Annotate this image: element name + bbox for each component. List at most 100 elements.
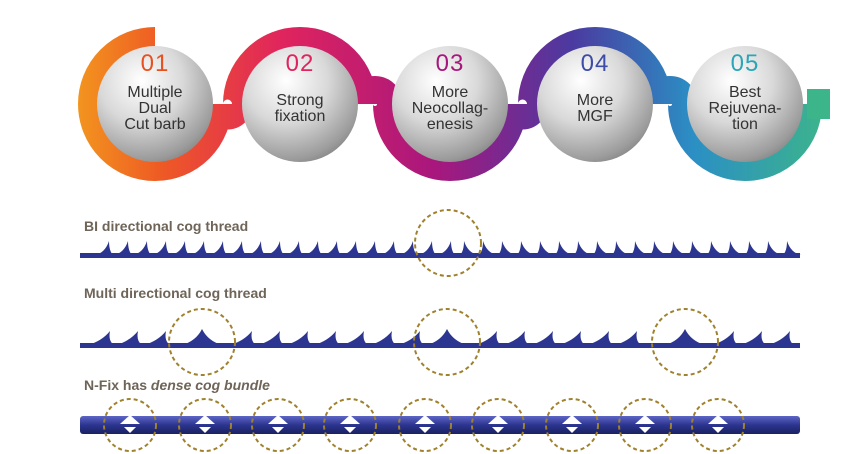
step-number: 02 (286, 50, 315, 77)
cog (152, 241, 170, 255)
cog (669, 241, 687, 255)
cog (712, 331, 738, 345)
highlight-circle (471, 398, 525, 452)
thread-label-multidirectional: Multi directional cog thread (84, 285, 267, 301)
cog (555, 241, 573, 255)
step-text-line: Strong (276, 92, 323, 109)
cog (635, 415, 655, 424)
cog (190, 241, 208, 255)
cog (708, 415, 728, 424)
step-text-line: fixation (275, 108, 326, 125)
cog (574, 241, 592, 255)
cog (427, 329, 467, 345)
cog (195, 415, 215, 424)
cog (199, 427, 211, 433)
cog (272, 427, 284, 433)
cog (566, 427, 578, 433)
cog (209, 241, 227, 255)
highlight-circle (398, 398, 452, 452)
cog (631, 241, 649, 255)
cog (639, 427, 651, 433)
cog (745, 241, 763, 255)
cog (171, 241, 189, 255)
cog (370, 331, 396, 345)
cog (764, 241, 782, 255)
cog (266, 241, 284, 255)
cog (342, 241, 360, 255)
cog (559, 331, 585, 345)
cog (650, 241, 668, 255)
cog (268, 415, 288, 424)
step-text-line: enesis (427, 116, 473, 133)
highlight-circle (323, 398, 377, 452)
highlight-circle (168, 308, 236, 376)
highlight-circle (618, 398, 672, 452)
cog (182, 329, 222, 345)
thread-line (80, 343, 800, 348)
thread-bidirectional (80, 209, 801, 277)
step-text-line: More (577, 92, 614, 109)
ribbon-path (78, 27, 822, 181)
cog (398, 331, 424, 345)
cog (688, 241, 706, 255)
step-text-line: Cut barb (124, 116, 185, 133)
cog (562, 415, 582, 424)
cog (712, 427, 724, 433)
step-circle (687, 46, 803, 162)
ribbon (78, 27, 830, 181)
cog (437, 241, 455, 255)
cog (726, 241, 744, 255)
cog (587, 331, 613, 345)
highlight-circle (691, 398, 745, 452)
step-text-line: Dual (139, 100, 172, 117)
highlight-circle (413, 308, 481, 376)
cog (488, 415, 508, 424)
cog (498, 241, 516, 255)
thread-label-bidirectional: BI directional cog thread (84, 218, 249, 234)
step-text-line: Neocollag- (412, 100, 488, 117)
cog (344, 427, 356, 433)
cog (314, 331, 340, 345)
step-number: 05 (731, 50, 760, 77)
cog (419, 427, 431, 433)
cog (593, 241, 611, 255)
step-number: 03 (436, 50, 465, 77)
cog (116, 331, 142, 345)
cog (342, 331, 368, 345)
highlight-circle (651, 308, 719, 376)
cog (144, 331, 170, 345)
cog (285, 241, 303, 255)
cog (230, 331, 256, 345)
cog (460, 241, 478, 255)
cog (768, 331, 794, 345)
step-circle (242, 46, 358, 162)
cog (503, 331, 529, 345)
cog (415, 415, 435, 424)
highlight-circle (545, 398, 599, 452)
threads-group (80, 209, 801, 452)
cog (323, 241, 341, 255)
step-text-line: tion (732, 116, 758, 133)
cog (740, 331, 766, 345)
step-circle (97, 46, 213, 162)
highlight-circle (178, 398, 232, 452)
step-text-line: Rejuvena- (709, 100, 782, 117)
cog (88, 331, 114, 345)
cog (479, 241, 497, 255)
cog (536, 241, 554, 255)
cog (418, 241, 436, 255)
cog (340, 415, 360, 424)
thread-multidirectional (80, 308, 800, 376)
step-text-line: Multiple (127, 84, 182, 101)
cog (783, 241, 801, 255)
cog (707, 241, 725, 255)
thread-nfix (80, 398, 800, 452)
cog (228, 241, 246, 255)
cog (492, 427, 504, 433)
